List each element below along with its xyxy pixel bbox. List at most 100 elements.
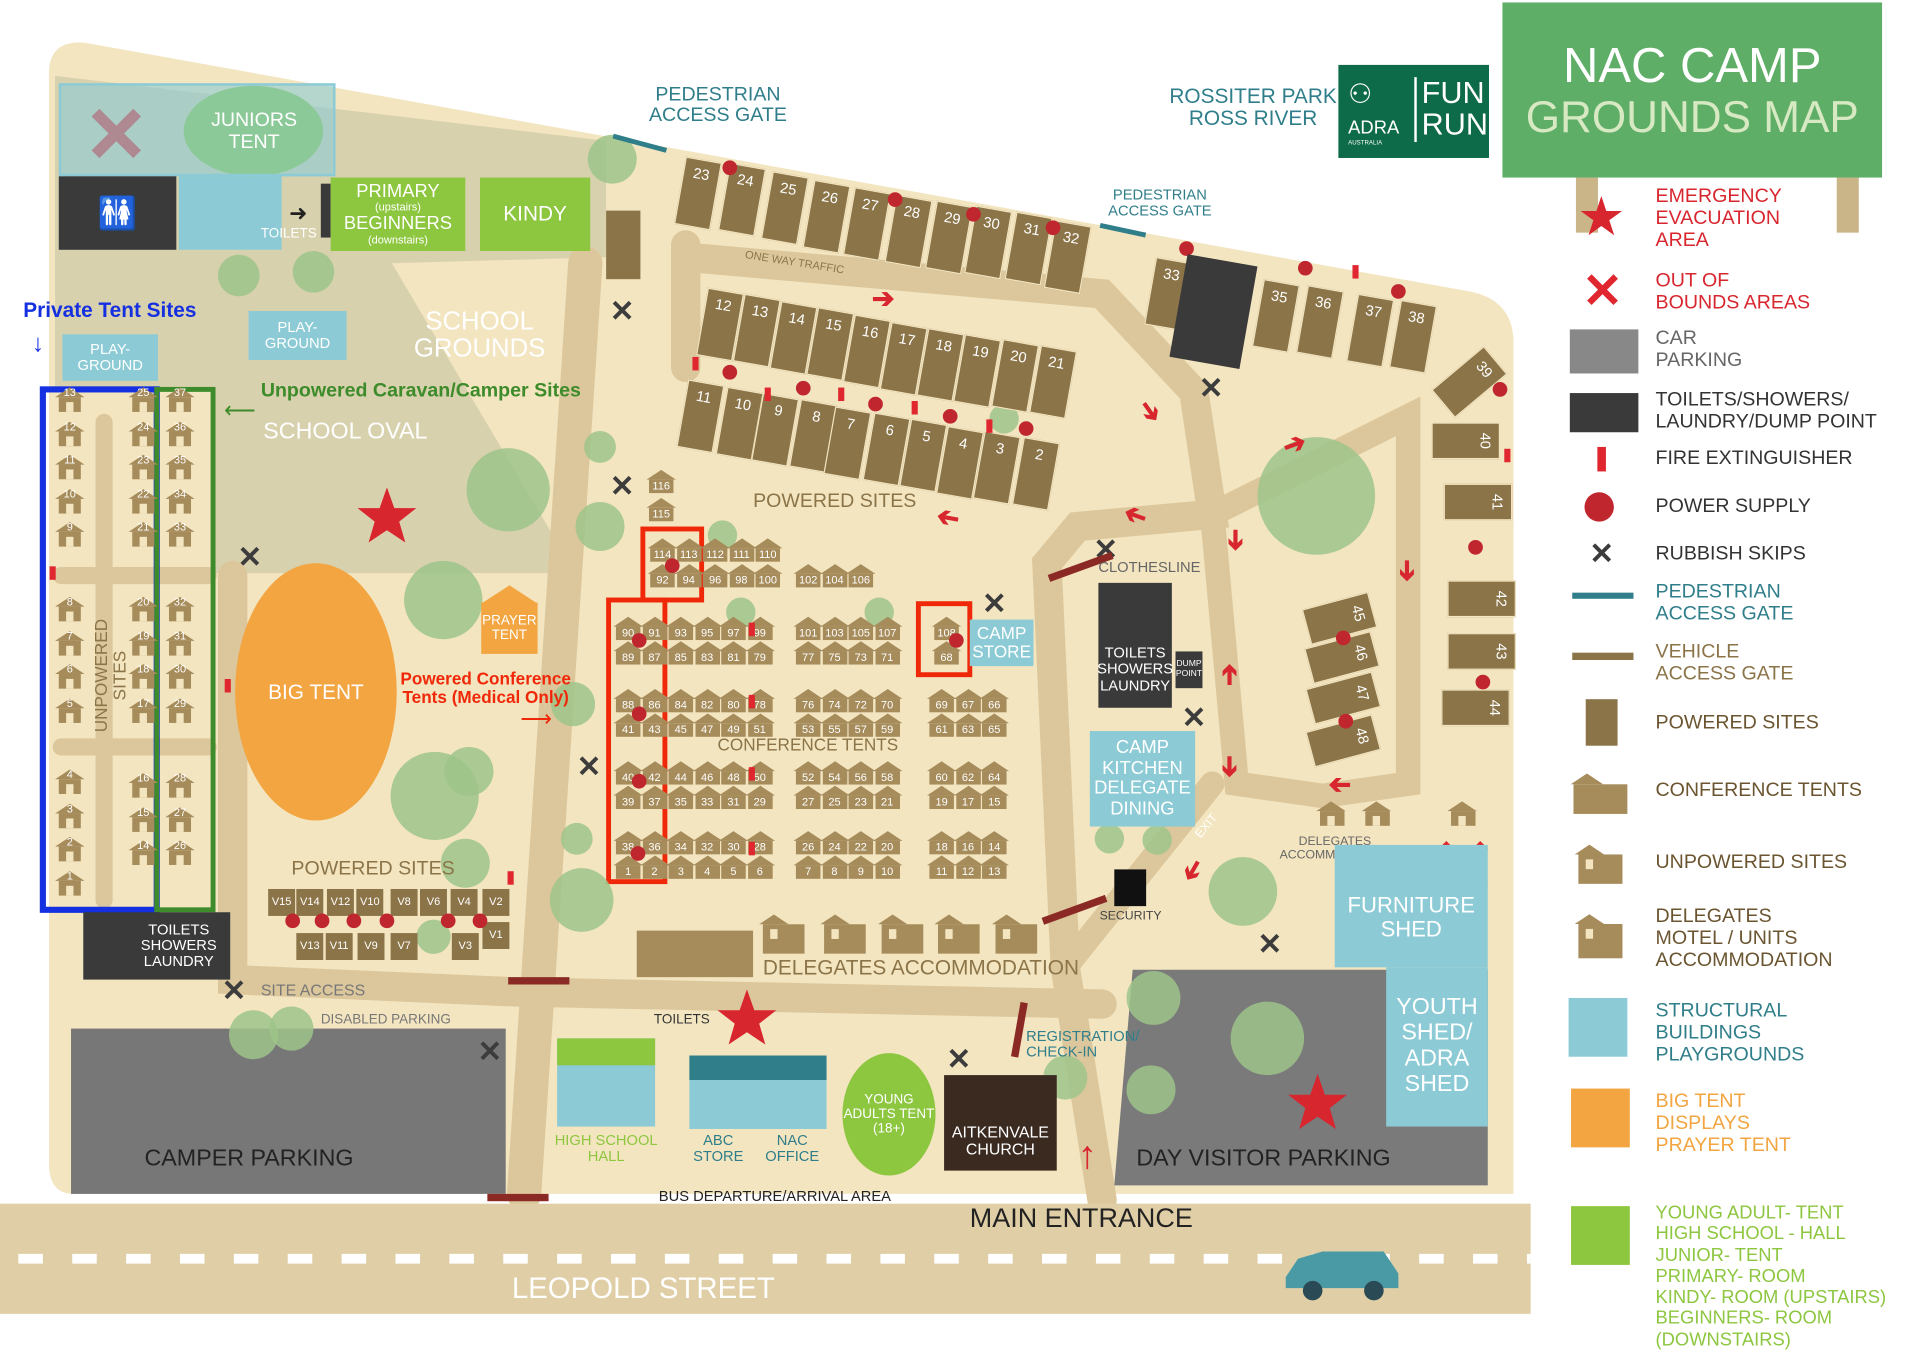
conference-tent: 95 [692, 616, 722, 641]
conference-tent: 107 [872, 616, 902, 641]
conference-tent: 104 [819, 564, 850, 588]
playground-1: PLAY- GROUND [62, 334, 158, 381]
unpowered-site: 29 [165, 697, 195, 723]
roads [52, 230, 1421, 1215]
unpowered-site-number: 28 [173, 771, 187, 785]
main-entrance-label: MAIN ENTRANCE [969, 1202, 1193, 1234]
legend-label: CONFERENCE TENTS [1655, 779, 1862, 801]
rubbish-skip-icon: ✕ [1198, 372, 1224, 406]
conference-tent: 114 [647, 538, 678, 562]
unpowered-site-number: 10 [63, 487, 76, 500]
conference-tent: 31 [718, 785, 749, 810]
pedestrian-gate-label-right: PEDESTRIAN ACCESS GATE [1108, 186, 1212, 219]
medical-tents-label: Powered Conference Tents (Medical Only) [400, 668, 571, 707]
conference-tent: 106 [846, 564, 876, 588]
power-supply-icon [1335, 630, 1351, 646]
conference-tent: 43 [639, 713, 670, 737]
power-supply-icon [887, 192, 903, 207]
delegates-house-icon [759, 914, 805, 954]
abc-store-label: ABC STORE [693, 1131, 744, 1165]
adra-label: ADRA [1348, 117, 1400, 139]
unpowered-site-number: 25 [137, 386, 150, 399]
camper-parking-label: CAMPER PARKING [144, 1146, 354, 1172]
unpowered-site: 34 [165, 487, 195, 513]
conference-tent: 74 [819, 689, 850, 713]
prayer-tent: PRAYER TENT [481, 602, 538, 654]
legend-label: DELEGATES MOTEL / UNITS ACCOMMODATION [1655, 905, 1833, 972]
adra-sub-label: AUSTRALIA [1348, 139, 1383, 147]
unpowered-site: 3 [55, 802, 85, 828]
playground-2: PLAY- GROUND [248, 311, 347, 361]
youth-adra-shed: YOUTH SHED/ ADRA SHED [1386, 967, 1488, 1127]
unpowered-site: 13 [55, 386, 85, 412]
security-building [1114, 869, 1147, 907]
powered-site: 44 [1441, 689, 1510, 727]
toilets-icon: 🚻 [58, 176, 177, 250]
conference-tent: 16 [953, 831, 983, 855]
toilets-swatch [1569, 393, 1639, 433]
fire-extinguisher-icon [49, 566, 56, 580]
unpowered-site-number: 24 [137, 419, 150, 433]
tree-icon [1142, 825, 1172, 855]
conference-tent: 11 [926, 855, 957, 879]
young-adults-label: YOUNG ADULTS TENT (18+) [843, 1092, 935, 1137]
conference-tent: 29 [745, 785, 775, 810]
unpowered-site: 27 [165, 806, 195, 832]
big-tent-swatch [1571, 1088, 1630, 1148]
juniors-area [58, 83, 336, 177]
unpowered-site: 37 [165, 386, 195, 412]
arrow-up-icon: ↑ [1077, 1132, 1098, 1177]
evacuation-star-1 [357, 487, 417, 543]
tree-icon [1230, 1001, 1305, 1076]
dump-point: DUMP POINT [1175, 651, 1203, 689]
unpowered-site: 19 [128, 629, 158, 655]
day-visitor-parking-label: DAY VISITOR PARKING [1136, 1146, 1391, 1172]
conference-tent: 25 [819, 785, 850, 810]
conference-tent: 75 [819, 641, 850, 665]
rubbish-skip-icon: ✕ [477, 1035, 503, 1069]
leopold-street-label: LEOPOLD STREET [511, 1272, 775, 1306]
unpowered-site: 1 [55, 869, 85, 895]
conference-tent: 9 [846, 855, 876, 879]
unpowered-site-number: 34 [173, 487, 187, 500]
arrow-down-icon: ↓ [31, 330, 45, 358]
conference-tent: 77 [793, 641, 823, 665]
juniors-tent-label: JUNIORS TENT [211, 110, 298, 154]
camp-store: CAMP STORE [969, 619, 1034, 667]
unpowered-site: 5 [55, 697, 85, 723]
legend-label: POWER SUPPLY [1655, 495, 1811, 517]
toilets-small-label: TOILETS [260, 226, 317, 242]
unpowered-site: 21 [128, 521, 158, 547]
legend-label: POWERED SITES [1655, 712, 1819, 733]
power-supply-icon [664, 558, 680, 574]
fun-label: FUN [1421, 75, 1485, 111]
legend-label: EMERGENCY EVACUATION AREA [1655, 185, 1782, 252]
conference-tent: 62 [953, 761, 983, 785]
conference-tent: 63 [953, 713, 983, 737]
rubbish-skip-icon: ✕ [609, 295, 635, 329]
conference-tent: 97 [718, 616, 749, 641]
power-supply-icon [631, 706, 647, 722]
power-supply-icon [346, 913, 362, 929]
tree-icon [444, 746, 494, 796]
tree-icon [549, 868, 614, 932]
v-site: V15 [268, 888, 296, 916]
powered-site: 42 [1447, 580, 1516, 618]
unpowered-site: 4 [55, 768, 85, 794]
rubbish-skip-icon: ✕ [221, 974, 247, 1008]
nac-office-label: NAC OFFICE [765, 1131, 820, 1165]
big-tent [235, 563, 397, 821]
unpowered-site-number: 12 [63, 419, 76, 433]
v-site: V6 [420, 888, 447, 916]
arrow-icon: ➔ [1392, 559, 1424, 582]
upstairs-label: (upstairs) [374, 200, 421, 214]
powered-site-icon [1585, 699, 1618, 746]
delegates-accommodation-label: DELEGATES ACCOMMODATION [762, 956, 1080, 980]
title-line1: NAC CAMP [1562, 38, 1822, 93]
conference-tent: 12 [953, 855, 983, 879]
registration-label: REGISTRATION/ CHECK-IN [1026, 1027, 1140, 1060]
delegates-house-icon [820, 914, 866, 954]
conference-tent: 84 [666, 689, 696, 713]
conference-tent: 19 [926, 785, 957, 810]
legend-label: TOILETS/SHOWERS/ LAUNDRY/DUMP POINT [1655, 389, 1877, 433]
